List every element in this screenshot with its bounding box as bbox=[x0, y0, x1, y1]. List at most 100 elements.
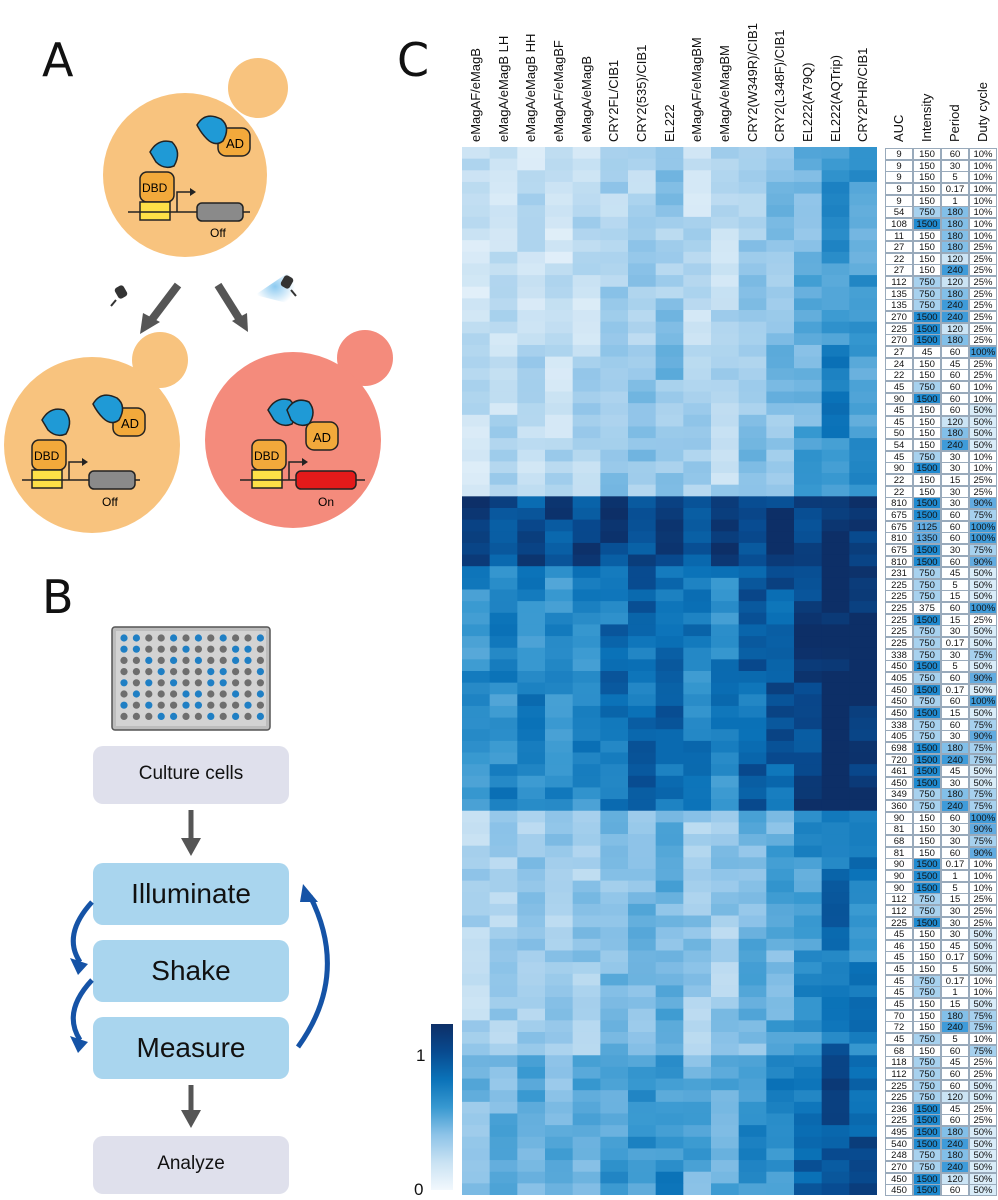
heatmap-cell bbox=[517, 519, 546, 532]
param-cell: 30 bbox=[941, 625, 969, 637]
heatmap-cell bbox=[572, 496, 601, 509]
heatmap-cell bbox=[600, 729, 629, 742]
heatmap-cell bbox=[545, 344, 574, 358]
heatmap-cell bbox=[489, 1090, 518, 1103]
off-text-top: Off bbox=[210, 226, 226, 240]
heatmap-cell bbox=[572, 181, 601, 195]
heatmap-cell bbox=[489, 368, 518, 381]
heatmap-cell bbox=[628, 752, 657, 765]
param-cell: 150 bbox=[913, 159, 941, 172]
heatmap-cell bbox=[821, 973, 850, 986]
heatmap-cell bbox=[766, 671, 795, 684]
heatmap-cell bbox=[600, 496, 629, 509]
heatmap-cell bbox=[572, 903, 601, 917]
heatmap-cell bbox=[545, 682, 574, 695]
param-cell: 0.17 bbox=[941, 974, 969, 987]
param-cell: 150 bbox=[913, 229, 941, 242]
heatmap-cell bbox=[600, 671, 629, 684]
param-cell: 150 bbox=[913, 252, 941, 265]
heatmap-cell bbox=[489, 717, 518, 730]
heatmap-cell bbox=[794, 205, 823, 218]
plate-well bbox=[132, 656, 140, 665]
plate-well bbox=[244, 645, 252, 653]
heatmap-cell bbox=[600, 985, 629, 998]
heatmap-cell bbox=[545, 729, 574, 742]
param-cell: 50% bbox=[969, 683, 997, 696]
heatmap-cell bbox=[766, 449, 795, 462]
plate-well bbox=[232, 656, 240, 665]
plate-well bbox=[244, 679, 252, 687]
param-cell: 60 bbox=[941, 1114, 969, 1126]
heatmap-cell bbox=[572, 612, 601, 625]
heatmap-cell bbox=[766, 379, 795, 393]
heatmap-cell bbox=[683, 519, 712, 532]
heatmap-cell bbox=[766, 997, 795, 1010]
heatmap-cell bbox=[545, 356, 574, 369]
param-cell: 75% bbox=[969, 648, 997, 661]
heatmap-cell bbox=[766, 1020, 795, 1033]
heatmap-cell bbox=[572, 1160, 601, 1173]
heatmap-cell bbox=[683, 775, 712, 788]
heatmap-cell bbox=[572, 880, 601, 893]
heatmap-cell bbox=[545, 147, 574, 160]
plate-well bbox=[145, 668, 153, 676]
heatmap-cell bbox=[489, 240, 518, 253]
heatmap-cell bbox=[628, 1113, 657, 1126]
heatmap-cell bbox=[628, 1183, 657, 1195]
heatmap-cell bbox=[489, 705, 518, 719]
heatmap-cell bbox=[655, 647, 684, 660]
param-cell: 150 bbox=[913, 369, 941, 381]
heatmap-cell bbox=[766, 799, 795, 812]
param-cell: 150 bbox=[913, 474, 941, 486]
heatmap-cell bbox=[711, 962, 740, 975]
heatmap-cell bbox=[738, 554, 767, 567]
param-cell: 30 bbox=[941, 823, 969, 835]
heatmap-cell bbox=[462, 1043, 491, 1056]
param-cell: 450 bbox=[885, 660, 913, 672]
heatmap-cell bbox=[600, 612, 629, 625]
param-cell: 1500 bbox=[913, 1184, 941, 1196]
heatmap-cell bbox=[683, 158, 712, 171]
heatmap-cell bbox=[545, 251, 574, 264]
heatmap-cell bbox=[849, 449, 877, 462]
plate-well bbox=[170, 679, 178, 687]
param-cell: 461 bbox=[885, 765, 913, 777]
heatmap-cell bbox=[462, 624, 491, 637]
plate-well bbox=[182, 701, 190, 709]
heatmap-cell bbox=[545, 717, 574, 730]
heatmap-cell bbox=[683, 973, 712, 986]
heatmap-cell bbox=[849, 542, 877, 556]
param-cell: 75% bbox=[969, 718, 997, 731]
param-cell: 1350 bbox=[913, 532, 941, 544]
heatmap-cell bbox=[683, 566, 712, 579]
heatmap-cell bbox=[628, 1031, 657, 1045]
param-cell: 100% bbox=[969, 695, 997, 708]
heatmap-cell bbox=[711, 368, 740, 381]
param-cell: 22 bbox=[885, 485, 913, 498]
heatmap-cell bbox=[794, 799, 823, 812]
heatmap-cell bbox=[766, 1101, 795, 1114]
heatmap-cell bbox=[517, 822, 546, 835]
heatmap-cell bbox=[489, 903, 518, 917]
param-cell: 60 bbox=[941, 380, 969, 393]
promoter-top bbox=[139, 201, 171, 221]
heatmap-cell bbox=[489, 1078, 518, 1091]
param-cell: 10% bbox=[969, 182, 997, 195]
heatmap-cell bbox=[794, 158, 823, 171]
heatmap-cell bbox=[711, 356, 740, 369]
heatmap-cell bbox=[462, 344, 491, 358]
heatmap-cell bbox=[517, 868, 546, 882]
heatmap-cell bbox=[489, 275, 518, 288]
heatmap-cell bbox=[711, 1113, 740, 1126]
heatmap-cell bbox=[489, 1113, 518, 1126]
param-cell: 75% bbox=[969, 1021, 997, 1033]
param-cell: 240 bbox=[941, 800, 969, 812]
heatmap-cell bbox=[794, 496, 823, 509]
heatmap-cell bbox=[462, 147, 491, 160]
param-cell: 45 bbox=[885, 998, 913, 1010]
param-cell: 45 bbox=[941, 567, 969, 579]
heatmap-cell bbox=[821, 810, 850, 823]
heatmap-cell bbox=[655, 624, 684, 637]
param-cell: 1500 bbox=[913, 555, 941, 568]
heatmap-cell bbox=[572, 973, 601, 986]
